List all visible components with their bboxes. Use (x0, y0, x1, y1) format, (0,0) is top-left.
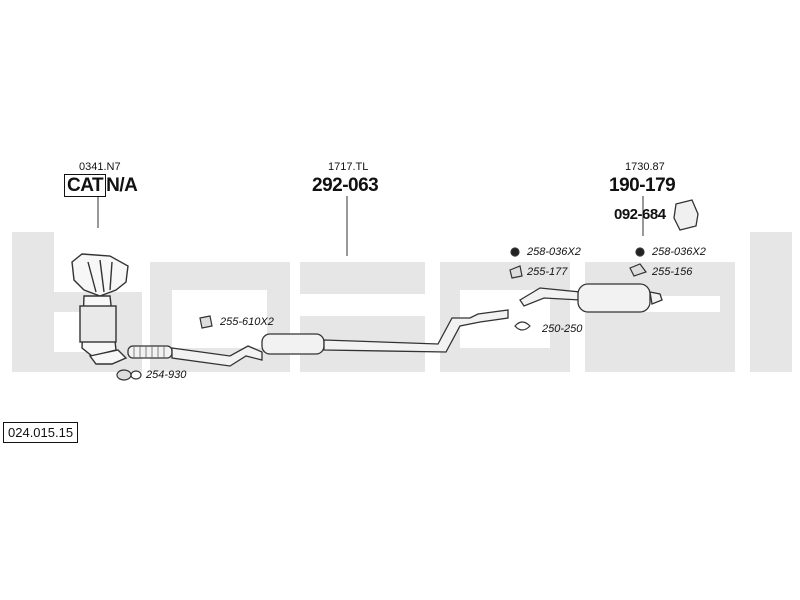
heatshield-part: 092-684 (614, 206, 666, 223)
hanger-rear-left-label: 255-177 (527, 266, 568, 278)
catalytic-converter (71, 253, 129, 365)
rear-code: 1730.87 (625, 161, 665, 173)
rubber-rear-right-label: 258-036X2 (652, 246, 706, 258)
front-pipe (127, 345, 263, 367)
middle-code: 1717.TL (328, 161, 369, 173)
hanger-icon (199, 315, 213, 329)
middle-silencer (261, 309, 509, 355)
hanger-rear-right-label: 255-156 (652, 266, 693, 278)
cat-boxed-label: CAT (64, 174, 107, 197)
middle-part: 292-063 (312, 175, 379, 196)
heatshield-icon (673, 199, 699, 231)
hanger-mid-label: 255-610X2 (220, 316, 274, 328)
cat-rest-label: N/A (106, 175, 138, 196)
rear-silencer (519, 283, 663, 313)
cat-code: 0341.N7 (79, 161, 121, 173)
clamp-icon (514, 321, 531, 331)
gasket-icon (116, 369, 132, 381)
rubber-rear-left-label: 258-036X2 (527, 246, 581, 258)
rear-part: 190-179 (609, 175, 676, 196)
reference-number: 024.015.15 (3, 422, 79, 443)
clamp-rear-label: 250-250 (542, 323, 583, 335)
rubber-icon (510, 247, 520, 257)
gasket-front-label: 254-930 (146, 369, 187, 381)
